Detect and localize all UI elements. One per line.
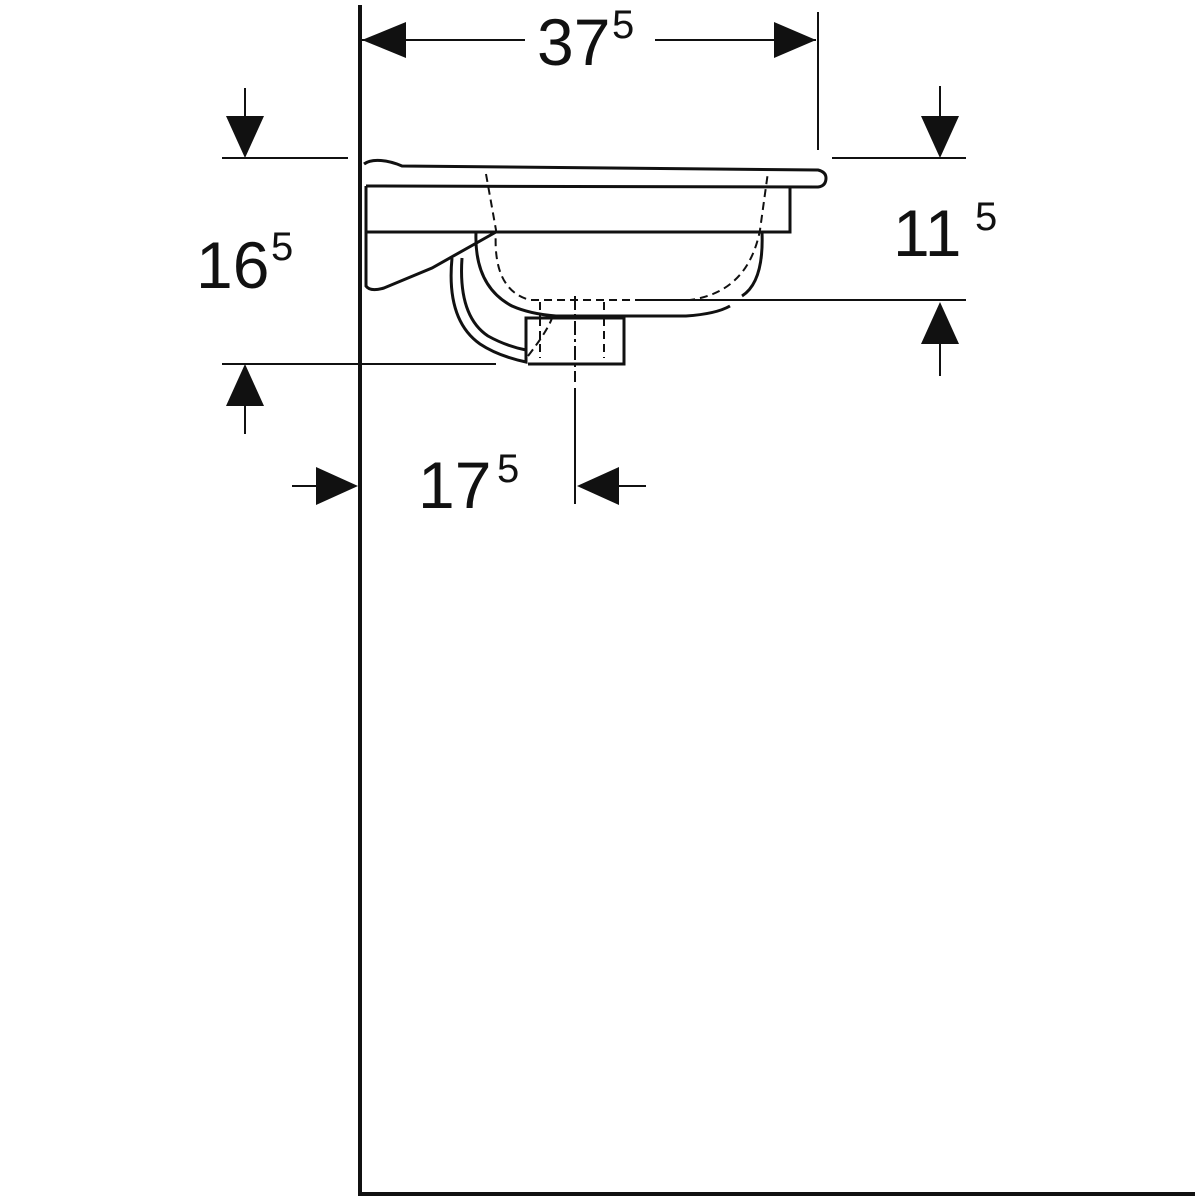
- dim-drain-value: 17: [418, 448, 491, 522]
- siphon-trap-inner: [460, 257, 527, 352]
- siphon-trap: [449, 257, 626, 366]
- dim-total-arrow-bottom: [226, 364, 264, 406]
- dim-drain-arrow-right: [577, 467, 619, 505]
- dim-bowl-arrow-top: [921, 116, 959, 158]
- dim-width-arrow-right: [774, 22, 816, 58]
- bowl-inner-dashed: [485, 171, 769, 301]
- dim-total-value: 16: [196, 228, 269, 302]
- dim-drain-offset: 17 5: [292, 388, 646, 522]
- washbasin-profile: [363, 158, 828, 382]
- dim-total-arrow-top: [226, 116, 264, 158]
- dim-total-height: 16 5: [196, 88, 496, 434]
- dim-width-sup: 5: [612, 3, 634, 47]
- dim-total-sup: 5: [271, 225, 293, 269]
- dim-bowl-depth: 11 5: [640, 86, 997, 376]
- dim-width-top: 37 5: [362, 3, 819, 150]
- dim-bowl-arrow-bottom: [921, 302, 959, 344]
- dim-bowl-sup: 5: [975, 195, 997, 239]
- basin-outer-body: [364, 186, 792, 234]
- basin-back-bracket: [364, 230, 497, 292]
- wall-and-floor: [358, 5, 1195, 1196]
- dim-drain-sup: 5: [497, 447, 519, 491]
- dim-bowl-value: 11: [893, 196, 962, 270]
- drain-hidden: [527, 302, 605, 358]
- dim-width-value: 37: [537, 5, 610, 79]
- bowl-outer-right: [741, 231, 764, 298]
- basin-rim: [363, 158, 828, 189]
- dim-width-arrow-left: [362, 22, 406, 58]
- bowl-outer: [474, 231, 731, 318]
- dim-drain-arrow-left: [316, 467, 358, 505]
